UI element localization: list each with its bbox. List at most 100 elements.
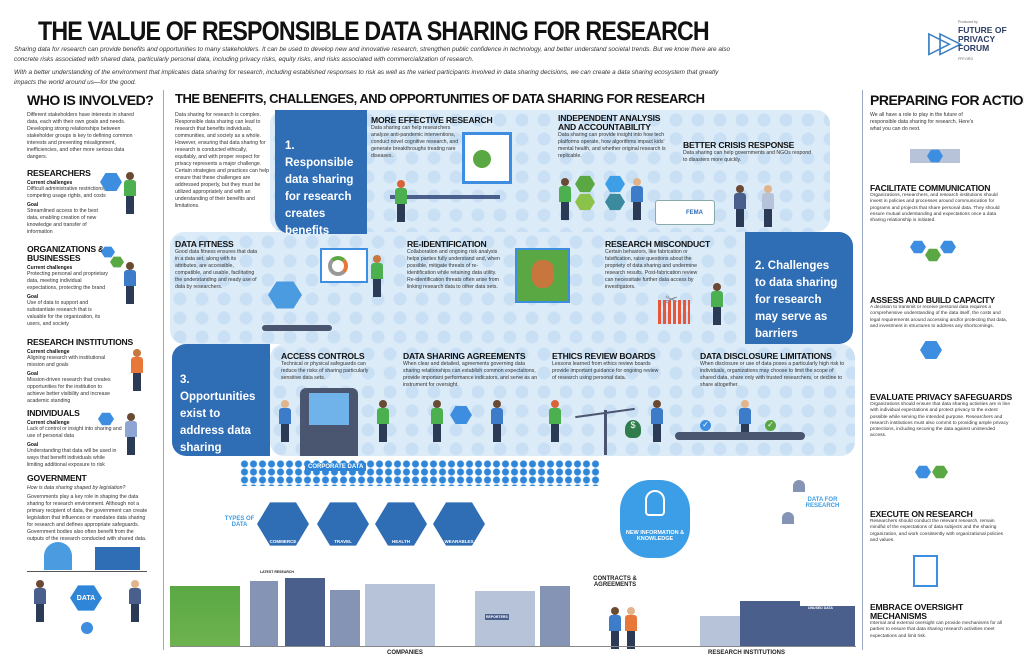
left-divider: [163, 90, 164, 650]
item-title: ETHICS REVIEW BOARDS: [552, 351, 656, 361]
access-figure: [377, 400, 389, 442]
unused-data-label: UNUSED DATA: [808, 606, 833, 610]
scissors-icon: ✂: [665, 292, 679, 309]
hex-icon: [605, 193, 625, 211]
item-text: Data sharing can help researchers analyz…: [371, 125, 459, 159]
goal-text: Mission-driven research that creates opp…: [27, 377, 111, 404]
secure-data-terminal: [300, 388, 358, 456]
companies-city: [240, 560, 650, 646]
individual-figure: [125, 413, 137, 455]
center-intro: Data sharing for research is complex. Re…: [175, 112, 270, 209]
action-column: PREPARING FOR ACTION We all have a role …: [870, 92, 1024, 133]
responder-figure: [762, 185, 774, 227]
parachute-icon: [782, 512, 794, 524]
group-name: RESEARCH INSTITUTIONS: [27, 337, 134, 347]
who-column: WHO IS INVOLVED? Different stakeholders …: [27, 92, 162, 161]
money-bag-icon: $: [625, 420, 641, 438]
ground-line: [170, 646, 856, 647]
check-icon: ✓: [700, 420, 711, 431]
lock-hex-icon: [920, 341, 942, 359]
item-title: DATA SHARING AGREEMENTS: [403, 351, 526, 361]
item-title: MORE EFFECTIVE RESEARCH: [371, 115, 493, 125]
meeting-illustration: [895, 135, 980, 165]
desk: [390, 195, 500, 199]
step-text: Internal and external oversight can prov…: [870, 621, 1002, 639]
item-title: DATA FITNESS: [175, 239, 234, 249]
item-ethics-review-boards: ETHICS REVIEW BOARDS Lessons learned fro…: [552, 351, 662, 382]
logo-line3: FORUM: [958, 43, 990, 53]
item-independent-analysis: INDEPENDENT ANALYSIS AND ACCOUNTABILITY …: [558, 114, 673, 160]
corporate-data-label: CORPORATE DATA: [305, 463, 367, 471]
types-of-data-label: TYPES OF DATA: [224, 516, 255, 528]
challenge-label: Current challenge: [27, 349, 70, 355]
step-title: EXECUTE ON RESEARCH: [870, 509, 973, 519]
step-text: Organizations should ensure that data sh…: [870, 402, 1010, 439]
research-institutions-label: RESEARCH INSTITUTIONS: [708, 650, 786, 656]
type-label: HEALTH: [392, 539, 410, 544]
virus-screen: [462, 132, 512, 184]
group-research-institutions: RESEARCH INSTITUTIONS Current challenge …: [27, 337, 134, 405]
group-name: GOVERNMENT: [27, 473, 87, 483]
group-name: INDIVIDUALS: [27, 408, 80, 418]
logo-produced-by: Produced by: [958, 20, 978, 24]
logo-line1: FUTURE OF: [958, 25, 1007, 35]
latest-research-sign: LATEST RESEARCH: [260, 570, 294, 574]
presenter-figure: [371, 255, 383, 297]
type-label: WEARABLES: [444, 539, 474, 544]
government-figure-right: [129, 580, 141, 622]
step-facilitate-communication: FACILITATE COMMUNICATION Organizations, …: [870, 183, 1010, 224]
item-title: INDEPENDENT ANALYSIS AND ACCOUNTABILITY: [558, 113, 661, 132]
item-title: DATA DISCLOSURE LIMITATIONS: [700, 351, 832, 361]
hex-icon: [605, 175, 625, 193]
logo-url: FPF.ORG: [958, 57, 974, 61]
challenge-label: Current challenge: [27, 420, 70, 426]
step-text: A decision to transmit or receive person…: [870, 305, 1008, 329]
center-title: THE BENEFITS, CHALLENGES, AND OPPORTUNIT…: [175, 91, 705, 106]
item-more-effective-research: MORE EFFECTIVE RESEARCH Data sharing can…: [371, 115, 493, 160]
goal-label: Goal: [27, 442, 39, 448]
magnifier-hex-icon: [100, 173, 122, 191]
action-intro: We all have a role to play in the future…: [870, 112, 974, 132]
reporters-sign: REPORTERS: [485, 614, 509, 620]
treadmill: [262, 325, 332, 331]
hex-icon: [925, 248, 941, 262]
type-label: TRAVEL: [334, 539, 352, 544]
analyst-figure: [559, 178, 571, 220]
research-institutions-campus: [700, 590, 855, 646]
hex-icon: [915, 465, 931, 479]
item-text: When clear and detailed, agreements gove…: [403, 361, 538, 388]
contracts-agreements-label: CONTRACTS & AGREEMENTS: [593, 576, 637, 588]
hex-icon: [910, 240, 926, 254]
donut-chart-icon: [328, 256, 348, 276]
step-title: EMBRACE OVERSIGHT MECHANISMS: [870, 602, 964, 621]
agreement-figure: [431, 400, 443, 442]
chevron-logo-icon: ▷▷: [928, 26, 962, 59]
goal-label: Goal: [27, 294, 39, 300]
item-research-misconduct: RESEARCH MISCONDUCT Certain behaviors, l…: [605, 239, 710, 291]
parachute-icon: [793, 480, 805, 492]
data-hex: DATA: [70, 585, 102, 611]
new-information-label: NEW INFORMATION & KNOWLEDGE: [625, 530, 685, 542]
challenge-text: Protecting personal and proprietary data…: [27, 271, 109, 291]
hex-icon: [932, 465, 948, 479]
companies-label: COMPANIES: [387, 650, 423, 656]
item-title: ACCESS CONTROLS: [281, 351, 365, 361]
right-divider: [862, 90, 863, 650]
scale-post: [604, 410, 607, 455]
intro-paragraph-2: With a better understanding of the envir…: [14, 69, 719, 86]
page-title: THE VALUE OF RESPONSIBLE DATA SHARING FO…: [38, 16, 710, 46]
handshake-figure: [625, 607, 637, 649]
conveyor-belt: [675, 432, 805, 440]
item-better-crisis-response: BETTER CRISIS RESPONSE Data sharing can …: [683, 140, 813, 164]
group-organizations: ORGANIZATIONS & BUSINESSES Current chall…: [27, 245, 112, 328]
researcher-figure: [124, 172, 136, 214]
challenge-label: Current challenges: [27, 180, 73, 186]
item-data-disclosure-limitations: DATA DISCLOSURE LIMITATIONS When disclos…: [700, 351, 845, 389]
step-embrace-oversight: EMBRACE OVERSIGHT MECHANISMS Internal an…: [870, 603, 1010, 640]
who-title: WHO IS INVOLVED?: [27, 92, 154, 108]
item-title: RE-IDENTIFICATION: [407, 239, 487, 249]
group-individuals: INDIVIDUALS Current challenge Lack of co…: [27, 408, 122, 469]
who-intro: Different stakeholders have interests in…: [27, 112, 134, 160]
government-question: How is data sharing shaped by legislatio…: [27, 485, 126, 491]
